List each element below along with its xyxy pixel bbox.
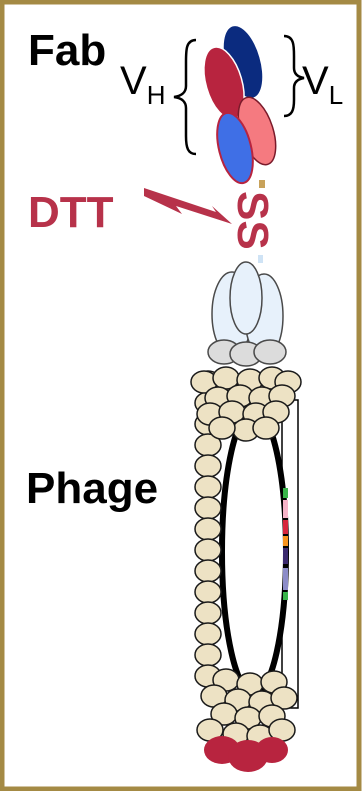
dtt-label: DTT xyxy=(28,188,114,238)
gene-stripe xyxy=(283,548,288,564)
linker-tick-top xyxy=(259,180,265,188)
coat-protein-bead xyxy=(209,417,235,439)
phage-tail-cap xyxy=(204,736,288,772)
phage-body xyxy=(191,367,301,772)
tail-protein xyxy=(256,737,288,763)
vh-label-sub: H xyxy=(147,80,166,110)
coat-protein-bead xyxy=(195,539,221,561)
tip-protein xyxy=(230,262,262,334)
tip-base xyxy=(254,340,286,364)
linker-tick-bottom xyxy=(258,255,263,263)
vl-brace xyxy=(284,36,304,116)
vl-label-main: V xyxy=(302,59,329,103)
coat-protein-bead xyxy=(195,602,221,624)
coat-protein-bead xyxy=(195,623,221,645)
coat-protein-bead xyxy=(195,455,221,477)
phage-label: Phage xyxy=(26,464,158,514)
coat-protein-bead xyxy=(195,497,221,519)
coat-protein-bead xyxy=(195,476,221,498)
vh-brace xyxy=(174,40,196,154)
fab-label: Fab xyxy=(28,26,106,76)
phage-tip-proteins xyxy=(208,262,286,366)
vl-label: VL xyxy=(302,58,343,108)
coat-protein-bead xyxy=(195,518,221,540)
gene-stripe xyxy=(283,568,288,590)
vh-label-main: V xyxy=(120,59,147,103)
gene-stripe xyxy=(283,592,288,600)
gene-stripe xyxy=(283,488,288,498)
vl-label-sub: L xyxy=(329,80,343,110)
lightning-bolt-icon xyxy=(144,188,232,224)
coat-protein-bead xyxy=(195,581,221,603)
coat-protein-bead xyxy=(195,560,221,582)
vh-label: VH xyxy=(120,58,165,108)
phage-gene-stripes xyxy=(283,488,288,600)
coat-protein-bead xyxy=(195,644,221,666)
phage-genome-loop xyxy=(222,410,286,694)
gene-stripe xyxy=(283,536,288,546)
fab-fragment xyxy=(196,22,283,187)
gene-stripe xyxy=(283,520,288,534)
gene-stripe xyxy=(283,500,288,518)
coat-protein-bead xyxy=(253,417,279,439)
disulfide-bond-label: SS xyxy=(227,191,277,250)
